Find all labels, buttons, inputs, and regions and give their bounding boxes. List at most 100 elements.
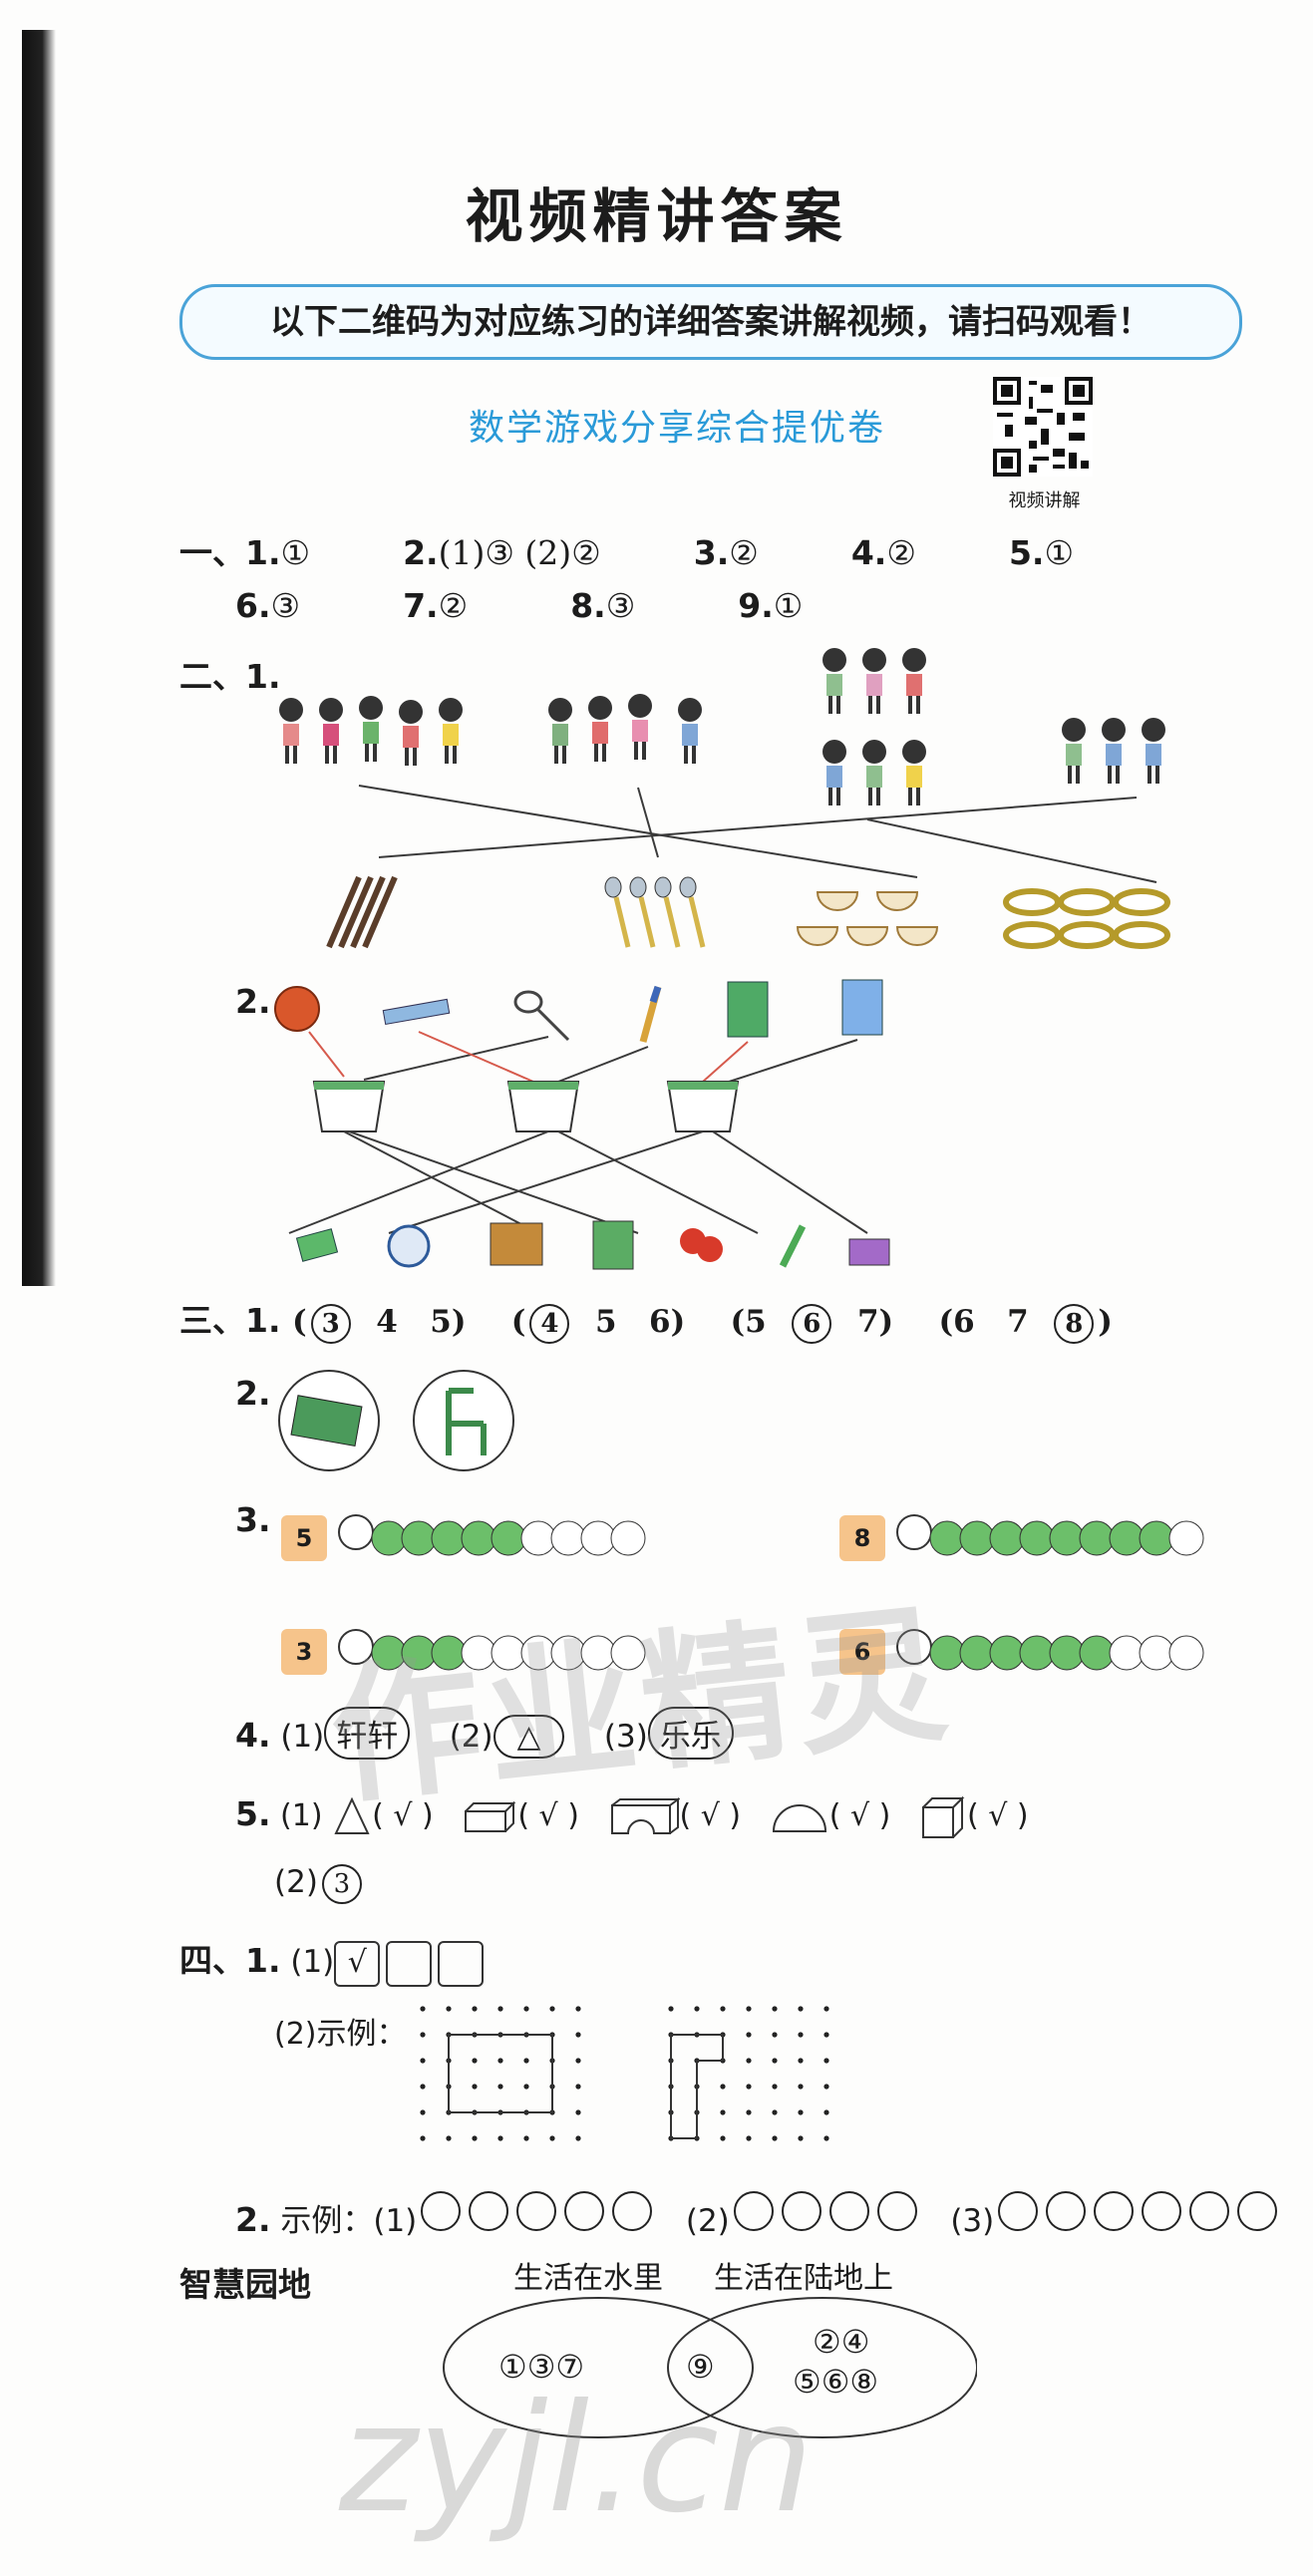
part3-q2-figure <box>278 1370 514 1471</box>
sequence-group-4: (6 7 8) <box>938 1304 1113 1344</box>
match-line <box>557 1130 759 1234</box>
check-answer: ( √ ) <box>372 1798 434 1833</box>
paper-subtitle: 数学游戏分享综合提优卷 <box>469 408 886 449</box>
venn-diagram <box>443 2297 977 2438</box>
grid-dot <box>523 2058 529 2064</box>
children-group-6 <box>822 648 926 805</box>
match-line <box>722 1039 858 1085</box>
grid-dot <box>549 2006 555 2012</box>
venn-left-values: ①③⑦ <box>498 2348 585 2386</box>
grid-dot <box>746 2109 752 2115</box>
match-line <box>702 1041 749 1083</box>
match-line <box>557 1046 649 1083</box>
grid-dot <box>823 2006 829 2012</box>
notebook-icon <box>592 1220 634 1270</box>
grid-dot <box>420 2058 426 2064</box>
grid-dot <box>575 2006 581 2012</box>
grid-dot <box>472 2058 478 2064</box>
grid-dot <box>420 2006 426 2012</box>
grid-dot <box>446 2006 452 2012</box>
grid-dot <box>772 2084 778 2090</box>
caterpillar-icon <box>896 1514 1204 1556</box>
grid-dot <box>746 2084 752 2090</box>
grid-dot <box>772 2135 778 2141</box>
match-line <box>288 1130 549 1234</box>
children-group-4 <box>548 694 702 764</box>
part3-q5-row1: 5. (1) ( √ ) ( √ ) ( √ ) ( √ ) ( √ ) <box>235 1794 1029 1839</box>
grid-dot <box>746 2058 752 2064</box>
q2-answer: (1)③ (2)② <box>438 533 601 572</box>
circled-answer: 3 <box>321 1864 362 1904</box>
circled-answer: 轩轩 <box>324 1707 411 1760</box>
grid-dot <box>446 2135 452 2141</box>
grid-dot <box>823 2058 829 2064</box>
grid-dot <box>472 2006 478 2012</box>
match-line <box>308 1031 345 1078</box>
match-line <box>348 1130 639 1234</box>
grid-dot <box>523 2135 529 2141</box>
scan-edge-shadow <box>22 30 56 1286</box>
venn-intersection: ⑨ <box>686 2348 715 2386</box>
check-answer: ( √ ) <box>828 1798 891 1833</box>
grid-dot <box>472 2084 478 2090</box>
chopsticks-icon <box>326 875 398 949</box>
wisdom-label: 智慧园地 <box>179 2265 311 2304</box>
grid-dot <box>575 2084 581 2090</box>
count-tag: 5 <box>281 1515 327 1561</box>
grid-dot <box>575 2135 581 2141</box>
pencil-sharpener-icon <box>848 1238 890 1266</box>
exercise-book-icon <box>841 979 883 1036</box>
grid-dot <box>420 2135 426 2141</box>
volleyball-icon <box>387 1224 431 1268</box>
grid-dot <box>668 2006 674 2012</box>
venn-left-title: 生活在水里 <box>513 2261 663 2296</box>
match-line <box>343 1130 539 1234</box>
half-cylinder-icon <box>772 1803 826 1832</box>
match-line <box>363 1036 549 1081</box>
sequence-group-3: (5 6 7) <box>731 1304 904 1344</box>
grid-dot <box>694 2006 700 2012</box>
part4-q1-p2: (2)示例： <box>274 2017 407 2052</box>
match-line <box>378 797 1138 858</box>
venn-right-values-2: ⑤⑥⑧ <box>793 2363 879 2401</box>
grid-dot <box>798 2109 804 2115</box>
qr-code[interactable] <box>993 377 1093 477</box>
venn-right-values-1: ②④ <box>813 2323 870 2361</box>
part3-label: 三、 <box>179 1301 245 1340</box>
part4-q2: 2. 示例：(1) (2) (3) <box>235 2191 1281 2240</box>
grid-dot <box>420 2109 426 2115</box>
page-title: 视频精讲答案 <box>465 182 848 250</box>
q2-num: 2. <box>403 533 439 572</box>
grid-dot <box>823 2109 829 2115</box>
plates-icon <box>1003 888 1170 949</box>
q7-num: 7. <box>403 586 439 625</box>
grid-dot <box>772 2109 778 2115</box>
part3-q5-num: 5. <box>235 1794 271 1833</box>
grid-dot <box>823 2032 829 2038</box>
part3-q4-num: 4. <box>235 1716 271 1755</box>
part2-q2-num: 2. <box>235 982 271 1021</box>
grid-dot <box>772 2058 778 2064</box>
circled-answer: 3 <box>310 1304 351 1344</box>
grid-dot <box>798 2084 804 2090</box>
badminton-racket-icon <box>513 990 570 1042</box>
book-icon <box>290 1395 363 1448</box>
empty-box <box>438 1940 485 1987</box>
part3-q2-num: 2. <box>235 1374 271 1413</box>
q9-num: 9. <box>738 586 774 625</box>
q4-answer: ② <box>886 533 916 572</box>
grid-dot <box>720 2084 726 2090</box>
circled-answer: 8 <box>1054 1304 1095 1344</box>
table-tennis-paddles-icon <box>680 1228 723 1262</box>
match-line <box>637 787 659 858</box>
grid-dot <box>420 2084 426 2090</box>
check-answer: ( √ ) <box>966 1798 1029 1833</box>
book-icon <box>490 1222 543 1266</box>
match-line <box>712 1130 868 1234</box>
circled-answer: 6 <box>792 1304 832 1344</box>
basketball-icon <box>274 986 320 1032</box>
caterpillar-icon <box>896 1629 1204 1671</box>
q6-num: 6. <box>235 586 271 625</box>
caterpillars-figure <box>338 1514 1204 1671</box>
pencil-icon <box>779 1224 807 1268</box>
